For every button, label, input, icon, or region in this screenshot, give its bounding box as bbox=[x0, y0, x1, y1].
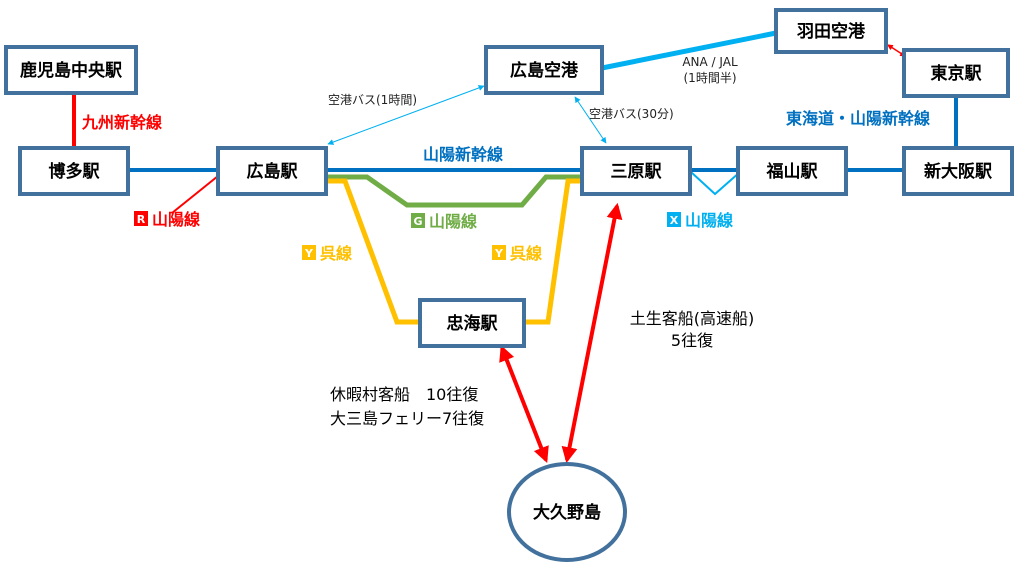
station-fukuyama: 福山駅 bbox=[736, 146, 848, 196]
sanyo-r-label: 山陽線 bbox=[152, 210, 200, 229]
kure-right-label: 呉線 bbox=[510, 244, 542, 263]
station-okunoshima-label: 大久野島 bbox=[533, 502, 601, 523]
bus-hiroshima-label: 空港バス(1時間) bbox=[328, 93, 417, 107]
station-mihara: 三原駅 bbox=[580, 146, 692, 196]
sanyo-x-badge-letter: X bbox=[670, 214, 679, 227]
station-hiroshima-airport: 広島空港 bbox=[484, 45, 604, 95]
bus-mihara-label: 空港バス(30分) bbox=[589, 107, 674, 121]
kure-line-y-right bbox=[524, 178, 582, 325]
station-haneda: 羽田空港 bbox=[774, 8, 888, 54]
airport-bus-mihara-arrow bbox=[574, 96, 607, 144]
station-hiroshima: 広島駅 bbox=[216, 146, 328, 196]
ferry-mihara-arrow bbox=[561, 202, 623, 464]
kure-left-badge bbox=[302, 245, 316, 260]
sanyo-g-badge-letter: G bbox=[413, 215, 422, 228]
station-shin-osaka-label: 新大阪駅 bbox=[924, 161, 993, 182]
sanyo-r-badge bbox=[134, 211, 148, 226]
sanyo-r-badge-letter: R bbox=[137, 213, 146, 226]
air-route-label-1: ANA / JAL bbox=[682, 55, 738, 69]
ferry-tadanoumi-label-2: 大三島フェリー7往復 bbox=[330, 409, 484, 428]
station-tokyo: 東京駅 bbox=[902, 48, 1010, 98]
station-tadanoumi-label: 忠海駅 bbox=[447, 313, 499, 334]
station-fukuyama-label: 福山駅 bbox=[766, 161, 819, 182]
station-hakata-label: 博多駅 bbox=[49, 161, 101, 182]
sanyo-line-g bbox=[326, 174, 582, 208]
station-mihara-label: 三原駅 bbox=[611, 162, 663, 182]
station-kagoshima: 鹿児島中央駅 bbox=[4, 45, 138, 95]
sanyo-line-x bbox=[690, 171, 741, 196]
ferry-tadanoumi-label-1: 休暇村客船 10往復 bbox=[330, 385, 478, 404]
air-route-label-2: (1時間半) bbox=[684, 71, 737, 85]
sanyo-g-badge bbox=[411, 213, 425, 228]
ferry-tadanoumi-arrow bbox=[499, 345, 549, 463]
station-haneda-label: 羽田空港 bbox=[797, 21, 866, 42]
station-hiroshima-label: 広島駅 bbox=[247, 161, 299, 182]
sanyo-x-badge bbox=[667, 212, 681, 227]
station-kagoshima-label: 鹿児島中央駅 bbox=[20, 60, 123, 81]
air-route-line bbox=[601, 30, 777, 71]
ferry-mihara-label-2: 5往復 bbox=[671, 331, 713, 350]
station-tadanoumi: 忠海駅 bbox=[418, 298, 526, 348]
station-hakata: 博多駅 bbox=[18, 146, 130, 196]
sanyo-x-label: 山陽線 bbox=[685, 211, 733, 230]
station-hiroshima-airport-label: 広島空港 bbox=[510, 60, 579, 81]
airport-bus-hiroshima-arrow bbox=[327, 85, 485, 145]
station-tokyo-label: 東京駅 bbox=[931, 63, 983, 84]
sanyo-g-label: 山陽線 bbox=[429, 212, 477, 231]
station-okunoshima: 大久野島 bbox=[507, 462, 627, 562]
sanyo-shinkansen-label: 山陽新幹線 bbox=[423, 145, 503, 164]
sanyo-line-r bbox=[171, 175, 219, 214]
kure-right-badge-letter: Y bbox=[494, 247, 504, 260]
tokaido-sanyo-shinkansen-label: 東海道・山陽新幹線 bbox=[786, 109, 930, 128]
kure-left-label: 呉線 bbox=[320, 244, 352, 263]
station-shin-osaka: 新大阪駅 bbox=[902, 146, 1014, 196]
kyushu-shinkansen-label: 九州新幹線 bbox=[81, 113, 162, 132]
ferry-mihara-label-1: 土生客船(高速船) bbox=[630, 309, 755, 328]
kure-left-badge-letter: Y bbox=[304, 247, 314, 260]
kure-line-y bbox=[326, 178, 420, 325]
kure-right-badge bbox=[492, 245, 506, 260]
